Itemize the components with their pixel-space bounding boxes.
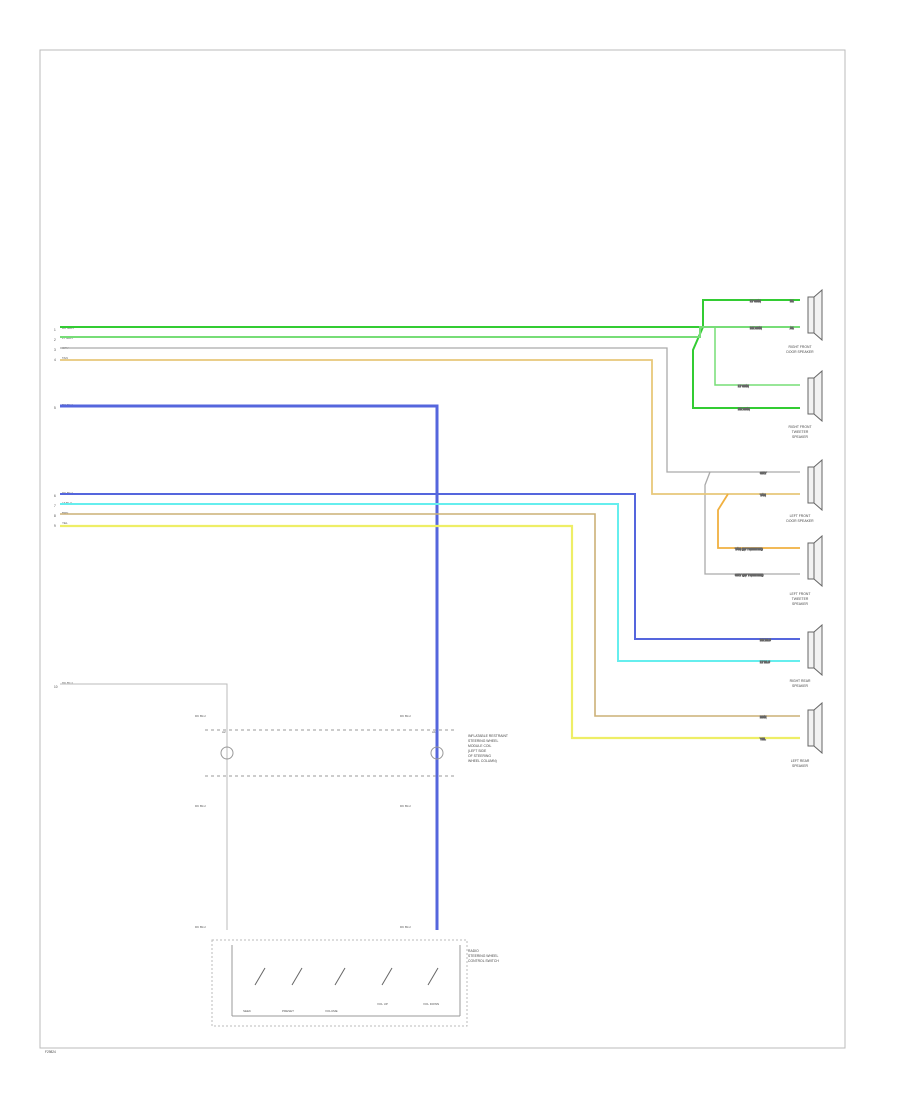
- spk4-wire-b: GRY (W/ TWEETER): [735, 573, 763, 577]
- coil-wire-right-bottom: DK BLU: [400, 804, 411, 808]
- diagram-frame: [39, 49, 846, 1049]
- steering-coil: DK BLU DK BLU DK BLU DK BLU A2 A1 INFLAT…: [195, 714, 509, 808]
- speakers: LT GRN DK GRN B1 A1 LT GRN DK GRN GRY TA…: [735, 288, 823, 755]
- pin-3: 3: [54, 348, 56, 352]
- speaker-left-front-tweeter: TAN (W/ TWEETER) GRY (W/ TWEETER): [735, 534, 823, 588]
- wire-label-9: YEL: [62, 521, 68, 525]
- switch-button-vol-up: VOL UP: [377, 1002, 388, 1006]
- wire-label-10: DK BLU: [62, 681, 73, 685]
- switch-button-vol-down: VOL DOWN: [423, 1002, 439, 1006]
- spk6-wire-a: BRN: [760, 715, 766, 719]
- wire-lt-grn-tweeter: [714, 327, 800, 386]
- diagram-id: F29824: [45, 1050, 56, 1054]
- wire-tan: [60, 359, 800, 495]
- wire-lt-blu-rr: [60, 503, 800, 662]
- speaker-left-front-door: GRY TAN: [760, 458, 823, 512]
- speaker-right-front-tweeter: LT GRN DK GRN: [738, 369, 823, 423]
- spk4-wire-a: TAN (W/ TWEETER): [735, 547, 763, 551]
- pin-10: 10: [54, 685, 58, 689]
- wire-brn-lr: [60, 513, 800, 717]
- pin-6: 6: [54, 494, 56, 498]
- pin-7: 7: [54, 504, 56, 508]
- switch-wire-left: DK BLU: [195, 925, 206, 929]
- switch-button-volume: VOLUME: [325, 1009, 338, 1013]
- wires: [60, 299, 800, 930]
- coil-wire-left-top: DK BLU: [195, 714, 206, 718]
- wire-tan-tweeter: [717, 493, 800, 549]
- spk2-wire-b: DK GRN: [738, 407, 750, 411]
- speaker-left-rear: BRN YEL: [760, 701, 823, 755]
- pin-2: 2: [54, 338, 56, 342]
- steering-control-switch: DK BLU DK BLU SEEK PRESET VOLUME VOL UP …: [195, 925, 499, 1027]
- speaker-right-front-door: LT GRN DK GRN B1 A1: [750, 288, 823, 342]
- wire-dk-blu-main: [60, 404, 439, 930]
- wire-gry: [60, 347, 800, 473]
- pin-4: 4: [54, 358, 56, 362]
- pin-9: 9: [54, 524, 56, 528]
- speaker-right-rear: DK BLU LT BLU: [760, 623, 823, 677]
- wire-dk-blu-rr: [60, 493, 800, 640]
- coil-pin-a1: A1: [432, 730, 436, 734]
- switch-button-preset: PRESET: [282, 1009, 294, 1013]
- wire-yel-lr: [60, 524, 800, 740]
- spk5-wire-a: DK BLU: [760, 638, 771, 642]
- switch-button-seek: SEEK: [243, 1009, 251, 1013]
- spk3-wire-b: TAN: [760, 493, 766, 497]
- wire-pin10: [60, 683, 228, 930]
- spk2-wire-a: LT GRN: [738, 384, 749, 388]
- wire-dk-grn: [60, 299, 800, 328]
- spk5-wire-b: LT BLU: [760, 660, 770, 664]
- pin-1: 1: [54, 328, 56, 332]
- wire-dk-grn-tweeter: [692, 326, 800, 409]
- wire-gry-tweeter: [704, 471, 800, 575]
- left-connector: 1 DK GRN 2 LT GRN 3 GRY 4 TAN 5 DK BLU 6…: [54, 326, 74, 689]
- switch-wire-right: DK BLU: [400, 925, 411, 929]
- wire-label-4: TAN: [62, 356, 68, 360]
- spk1-pin-b: A1: [790, 326, 794, 330]
- spk1-wire-a: LT GRN: [750, 299, 761, 303]
- pin-8: 8: [54, 514, 56, 518]
- switch-label: RADIO STEERING WHEEL CONTROL SWITCH: [468, 949, 499, 963]
- spk1-pin-a: B1: [790, 299, 794, 303]
- coil-wire-left-bottom: DK BLU: [195, 804, 206, 808]
- coil-pin-a2: A2: [222, 730, 226, 734]
- coil-label: INFLATABLE RESTRAINT STEERING WHEEL MODU…: [468, 734, 509, 763]
- spk1-wire-b: DK GRN: [750, 326, 762, 330]
- wire-lt-grn: [60, 326, 800, 338]
- spk6-wire-b: YEL: [760, 737, 766, 741]
- wire-label-8: BRN: [62, 511, 68, 515]
- pin-5: 5: [54, 406, 56, 410]
- spk3-wire-a: GRY: [760, 471, 766, 475]
- coil-wire-right-top: DK BLU: [400, 714, 411, 718]
